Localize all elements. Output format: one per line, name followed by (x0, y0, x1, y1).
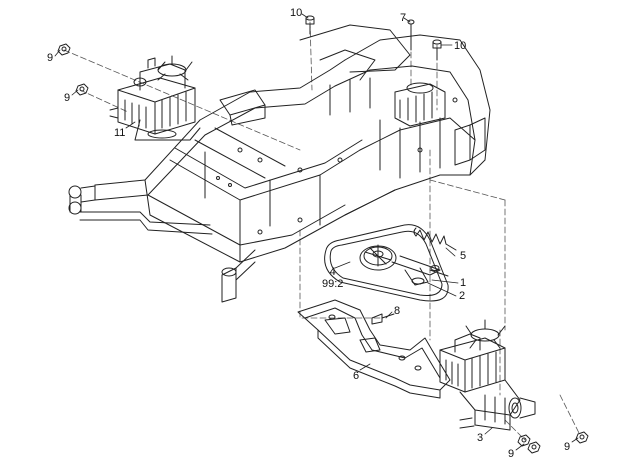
callout-10-right: 10 (454, 40, 467, 52)
callout-4: 4 99:2 (322, 266, 343, 290)
nut-9-middle (75, 83, 89, 96)
chassis-frame (68, 24, 491, 303)
callout-2: 2 (459, 290, 466, 302)
callout-3: 3 (477, 432, 484, 444)
nut-9-lower-b (527, 441, 541, 454)
callout-4-number: 4 (329, 266, 336, 278)
bolt-10-left (305, 15, 315, 35)
callout-11: 11 (114, 127, 126, 139)
bolt-7 (407, 19, 415, 51)
callout-1: 1 (460, 277, 467, 289)
bolt-10-right (432, 39, 442, 61)
callout-6: 6 (353, 370, 360, 382)
callout-9-upper: 9 (47, 52, 54, 64)
transaxle-lower-right (439, 319, 536, 431)
drive-belt (324, 224, 449, 302)
assembly-guide-lines (63, 21, 581, 441)
callout-4-quantity: 99:2 (322, 278, 344, 290)
callout-5: 5 (460, 250, 467, 262)
leader-lines (54, 13, 579, 451)
transaxle-upper-left (109, 55, 201, 141)
transaxle-upper-right (394, 82, 446, 127)
nut-9-lower-a (517, 434, 531, 447)
callout-8: 8 (394, 305, 401, 317)
bolt-8 (371, 313, 395, 325)
callout-9-lower: 9 (508, 448, 515, 460)
callout-9-middle: 9 (64, 92, 71, 104)
idler-pulley (359, 244, 449, 286)
callout-10-left: 10 (290, 7, 303, 19)
nut-9-upper (57, 43, 71, 56)
callout-7: 7 (400, 12, 407, 24)
nut-9-lower-c (575, 431, 589, 444)
pump-mount-bracket (297, 299, 451, 399)
callout-9-lower-right: 9 (564, 441, 571, 453)
tension-spring (413, 227, 457, 251)
